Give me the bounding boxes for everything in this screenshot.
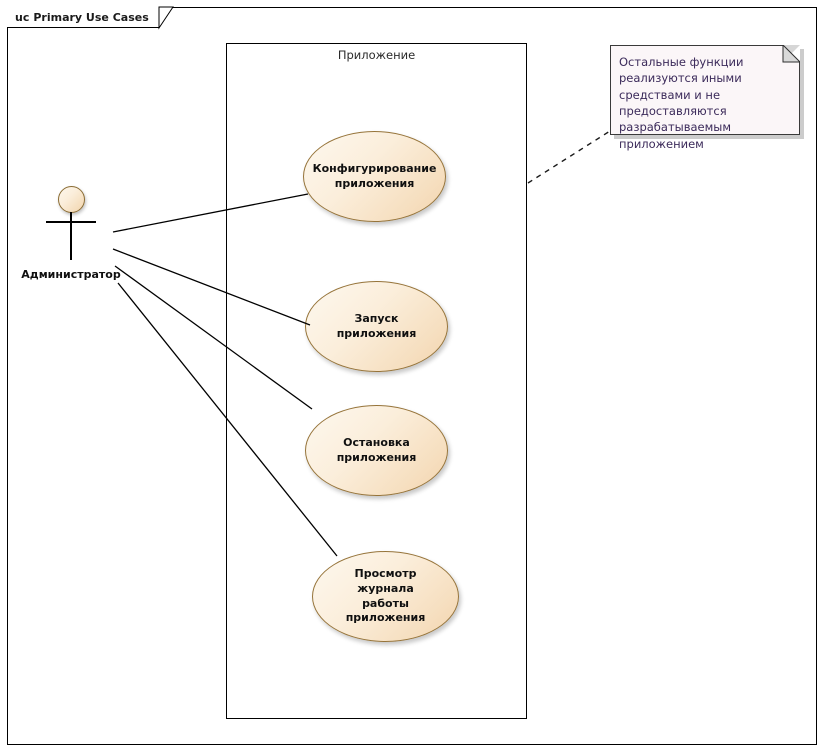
use-case-label: Остановка приложения xyxy=(336,435,417,464)
note-text: Остальные функции реализуются иными сред… xyxy=(619,55,744,151)
actor-label: Администратор xyxy=(21,268,121,281)
use-case-label: Конфигурирование приложения xyxy=(312,161,437,190)
frame-tab-name: Primary Use Cases xyxy=(33,10,149,24)
note-fold-edge-icon xyxy=(782,45,800,63)
note-body: Остальные функции реализуются иными сред… xyxy=(610,45,800,151)
diagram-frame xyxy=(7,7,817,745)
use-case-label: Просмотр журнала работы приложения xyxy=(345,566,426,625)
system-boundary-label: Приложение xyxy=(337,48,416,62)
use-case-конфигурирование-приложения[interactable]: Конфигурирование приложения xyxy=(303,131,446,222)
actor-head-icon xyxy=(58,186,85,213)
actor-arms-line xyxy=(46,221,96,223)
diagram-frame-title-tab[interactable]: uc Primary Use Cases xyxy=(7,7,159,28)
actor-torso-line xyxy=(70,212,72,260)
use-case-просмотр-журнала-работы-приложения[interactable]: Просмотр журнала работы приложения xyxy=(312,551,459,642)
use-case-остановка-приложения[interactable]: Остановка приложения xyxy=(305,405,448,496)
note-comment[interactable]: Остальные функции реализуются иными сред… xyxy=(610,45,804,151)
frame-tab-keyword: uc xyxy=(15,10,30,24)
use-case-label: Запуск приложения xyxy=(336,311,417,340)
use-case-запуск-приложения[interactable]: Запуск приложения xyxy=(305,281,448,372)
